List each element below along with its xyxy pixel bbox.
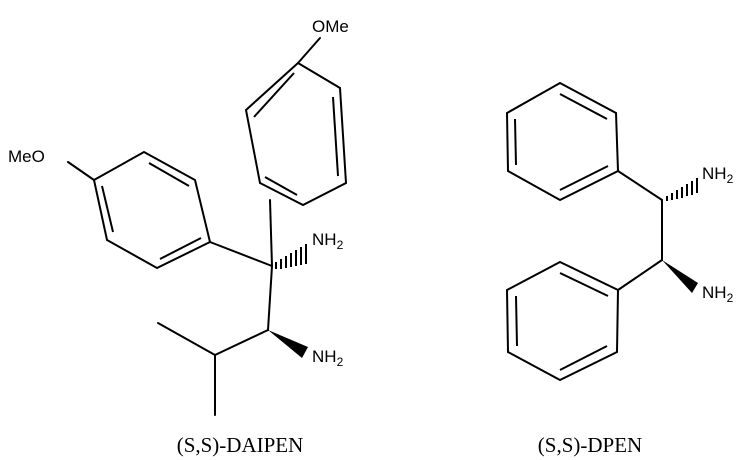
backbone-bond	[267, 265, 273, 331]
ome-top-label: OMe	[312, 17, 349, 36]
lower-phenyl-bond	[617, 259, 663, 291]
meo-left-label: MeO	[8, 147, 45, 166]
hashed-wedge-nh2	[275, 244, 307, 269]
upper-phenyl-ring	[505, 81, 620, 202]
dpen-nh2-lower: NH2	[702, 283, 734, 305]
upper-methoxy-bond	[297, 37, 321, 64]
daipen-nh2-upper: NH2	[312, 230, 344, 252]
isopropyl-ch-bond	[214, 329, 269, 356]
dpen-caption: (S,S)-DPEN	[538, 433, 642, 457]
upper-anisyl-ring	[244, 61, 348, 207]
lower-phenyl-ring	[505, 260, 620, 382]
lower-methoxy-bond	[67, 161, 95, 181]
lower-anisyl-ring	[92, 150, 212, 270]
upper-phenyl-bond	[617, 170, 663, 201]
isopropyl-methyl-bond-1	[157, 322, 216, 356]
ring-quaternary-bond	[269, 199, 273, 267]
dpen-hashed-wedge	[666, 178, 698, 201]
dpen-structure: NH2 NH2 (S,S)-DPEN	[505, 81, 734, 457]
daipen-structure: OMe MeO NH2 NH2 (S,S)-	[8, 17, 349, 457]
daipen-nh2-lower: NH2	[312, 347, 344, 369]
daipen-caption: (S,S)-DAIPEN	[177, 433, 304, 457]
ring-quaternary-bond-2	[209, 241, 273, 267]
dpen-nh2-upper: NH2	[702, 164, 734, 186]
bold-wedge-nh2	[268, 330, 308, 358]
dpen-bold-wedge	[662, 260, 698, 293]
